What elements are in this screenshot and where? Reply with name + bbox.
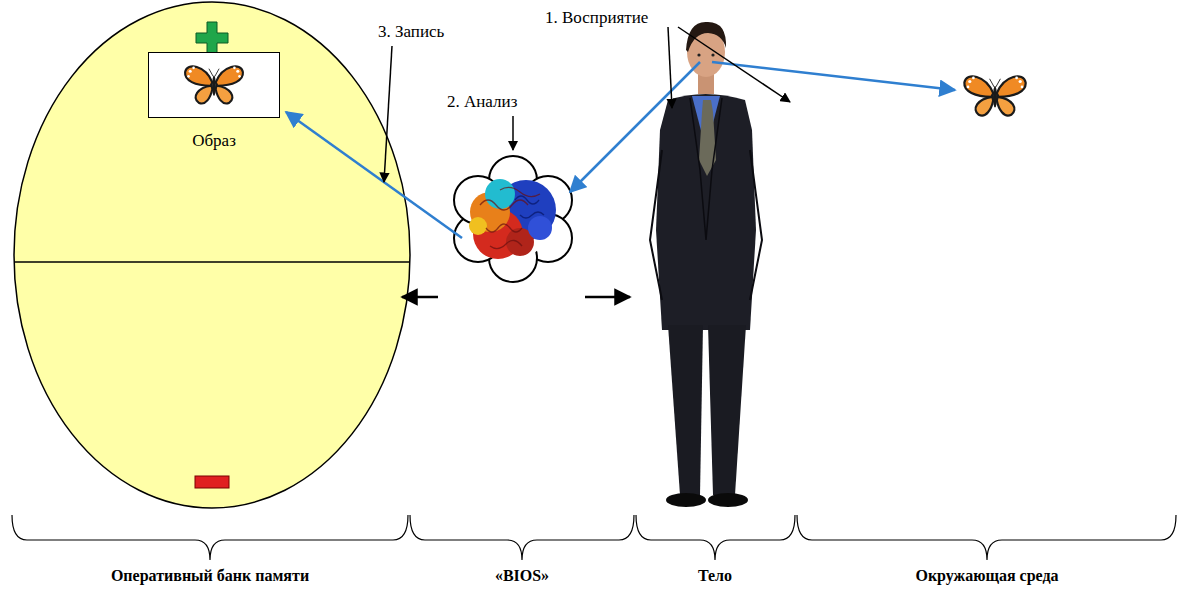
leader-line bbox=[512, 116, 514, 150]
perception-line bbox=[570, 62, 700, 192]
butterfly-image bbox=[185, 66, 243, 103]
plus-sign bbox=[196, 22, 228, 54]
record-line bbox=[286, 112, 462, 238]
minus-sign bbox=[195, 476, 229, 488]
section-label: Окружающая среда bbox=[915, 566, 1058, 586]
callout-label: 1. Восприятие bbox=[545, 8, 648, 28]
direction-arrow bbox=[585, 296, 630, 299]
callout-label: 3. Запись bbox=[378, 22, 444, 42]
node-caption: Образ bbox=[192, 131, 236, 151]
callout-label: 2. Анализ bbox=[447, 92, 517, 112]
leader-line bbox=[668, 27, 672, 108]
divider-line bbox=[14, 261, 410, 263]
memory-ellipse bbox=[14, 2, 410, 508]
image-box: Образ bbox=[148, 52, 280, 118]
bios-blob bbox=[454, 156, 572, 282]
section-label: Тело bbox=[698, 566, 732, 586]
section-label: «BIOS» bbox=[495, 566, 549, 586]
perception-line bbox=[712, 62, 955, 90]
butterfly bbox=[964, 76, 1025, 115]
direction-arrow bbox=[402, 296, 438, 299]
section-label: Оперативный банк памяти bbox=[111, 566, 309, 586]
brace bbox=[12, 515, 1176, 560]
leader-line bbox=[384, 46, 392, 182]
leader-line bbox=[678, 27, 790, 102]
